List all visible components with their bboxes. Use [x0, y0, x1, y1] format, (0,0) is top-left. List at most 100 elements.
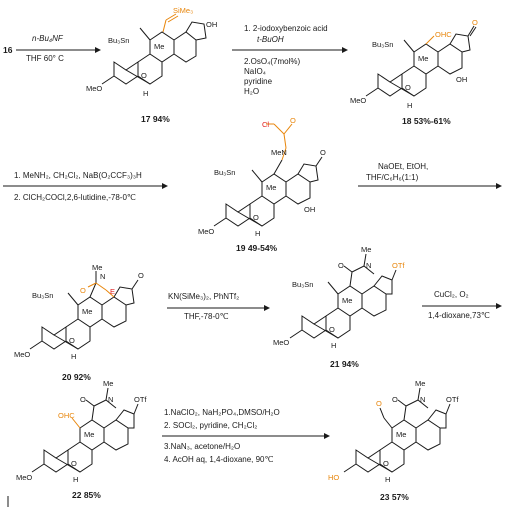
compound-18-label: 18 53%-61%	[402, 116, 451, 126]
c21-amide-o-label: O	[338, 261, 344, 270]
c21-meo-label: MeO	[273, 338, 289, 347]
c19-amide-o-label: O	[290, 116, 296, 125]
c17-bu3sn-label: Bu₃Sn	[108, 36, 129, 45]
c23-nme-label: Me	[415, 379, 425, 388]
step1-reagent: n-Bu₄NF	[32, 34, 64, 43]
c18-ketone-o-label: O	[472, 18, 478, 27]
c18-bu3sn-label: Bu₃Sn	[372, 40, 393, 49]
start-compound-label: 16	[3, 45, 13, 55]
arrow-17-to-18	[232, 47, 348, 53]
step3-line1: 1. MeNH₂, CH₂Cl₂, NaB(O₂CCF₃)₃H	[14, 171, 142, 180]
c18-h-label: H	[407, 101, 412, 110]
c22-ohc-label: OHC	[58, 411, 75, 420]
compound-23-label: 23 57%	[380, 492, 409, 502]
step2-line3: 2.OsO₄(7mol%)	[244, 57, 301, 66]
c20-me-label: Me	[82, 307, 92, 316]
c18-oh-label: OH	[456, 75, 467, 84]
compound-18-structure	[365, 25, 477, 97]
compound-20-label: 20 92%	[62, 372, 91, 382]
c23-h-label: H	[385, 475, 390, 484]
step2-line1: 1. 2-iodoxybenzoic acid	[244, 24, 328, 33]
c19-men-label: MeN	[271, 148, 287, 157]
step7-line1: 1.NaClO₂, NaH₂PO₄,DMSO/H₂O	[164, 408, 280, 417]
c17-h-label: H	[143, 89, 148, 98]
c17-me-label: Me	[154, 42, 164, 51]
compound-22-structure	[31, 387, 139, 473]
c21-oxygen-label: O	[329, 325, 335, 334]
c21-otf-label: OTf	[392, 261, 405, 270]
step2-line5: pyridine	[244, 77, 273, 86]
step7-line2: 2. SOCl₂, pyridine, CH₂Cl₂	[164, 421, 257, 430]
c22-n-label: N	[108, 395, 113, 404]
c19-ketone-o-label: O	[320, 148, 326, 157]
step4-line2: THF/C₆H₆(1:1)	[366, 173, 419, 182]
c22-h-label: H	[73, 475, 78, 484]
c23-amide-o-label: O	[392, 395, 398, 404]
c22-meo-label: MeO	[16, 473, 32, 482]
c17-meo-label: MeO	[86, 84, 102, 93]
compound-17-structure	[101, 13, 207, 85]
c21-nme-label: Me	[361, 245, 371, 254]
arrow-20-to-21	[167, 305, 270, 311]
c20-meo-label: MeO	[14, 350, 30, 359]
compound-20-structure	[29, 271, 139, 350]
c21-h-label: H	[331, 341, 336, 350]
step1-conditions: THF 60° C	[26, 54, 64, 63]
compound-19-label: 19 49-54%	[236, 243, 278, 253]
compound-21-label: 21 94%	[330, 359, 359, 369]
c23-oxygen-label: O	[383, 459, 389, 468]
c21-me-label: Me	[342, 296, 352, 305]
arrow-21-to-22	[422, 303, 502, 309]
compound-23-structure	[343, 387, 451, 473]
c23-n-label: N	[420, 395, 425, 404]
c20-bu3sn-label: Bu₃Sn	[32, 291, 53, 300]
c21-n-label: N	[366, 261, 371, 270]
c21-bu3sn-label: Bu₃Sn	[292, 280, 313, 289]
step2-line4: NaIO₄	[244, 67, 266, 76]
step4-line1: NaOEt, EtOH,	[378, 162, 428, 171]
step7-line3: 3.NaN₃, acetone/H₂O	[164, 442, 240, 451]
c23-lactone-o-label: O	[376, 399, 382, 408]
c20-e-label: E	[110, 287, 115, 296]
step6-line1: CuCl₂, O₂	[434, 290, 469, 299]
c22-oxygen-label: O	[71, 459, 77, 468]
c20-oxygen-label: O	[69, 336, 75, 345]
step3-line2: 2. ClCH₂COCl,2,6-lutidine,-78-0℃	[14, 193, 136, 202]
compound-19-structure	[213, 123, 323, 227]
step5-line2: THF,-78-0℃	[184, 312, 229, 321]
compound-22-label: 22 85%	[72, 490, 101, 500]
c19-cl-label: Cl	[262, 120, 269, 129]
c20-nme-label: Me	[92, 263, 102, 272]
c17-oh-label: OH	[206, 20, 217, 29]
c23-ho-label: HO	[328, 473, 339, 482]
c22-otf-label: OTf	[134, 395, 147, 404]
c19-me-label: Me	[266, 183, 276, 192]
c17-sime3-label: SiMe₃	[173, 6, 193, 15]
step7-line4: 4. AcOH aq, 1,4-dioxane, 90℃	[164, 455, 274, 464]
c17-oxygen-label: O	[141, 71, 147, 80]
c22-amide-o-label: O	[80, 395, 86, 404]
c19-bu3sn-label: Bu₃Sn	[214, 168, 235, 177]
step2-line6: H₂O	[244, 87, 259, 96]
arrow-18-to-19	[3, 183, 168, 189]
arrow-22-to-23	[162, 433, 330, 439]
c22-nme-label: Me	[103, 379, 113, 388]
c19-h-label: H	[255, 229, 260, 238]
compound-21-structure	[289, 253, 397, 339]
step5-line1: KN(SiMe₃)₂, PhNTf₂	[168, 292, 239, 301]
c18-me-label: Me	[418, 54, 428, 63]
arrow-16-to-17	[16, 47, 101, 53]
c19-meo-label: MeO	[198, 227, 214, 236]
arrow-19-to-20	[358, 183, 502, 189]
c22-me-label: Me	[84, 430, 94, 439]
c18-ohc-label: OHC	[435, 30, 452, 39]
compound-17-label: 17 94%	[141, 114, 170, 124]
step2-line2: t-BuOH	[257, 35, 284, 44]
c20-h-label: H	[71, 352, 76, 361]
c23-otf-label: OTf	[446, 395, 459, 404]
c19-oh-label: OH	[304, 205, 315, 214]
c20-ketone-o-label: O	[138, 271, 144, 280]
c20-amide-o-label: O	[80, 286, 86, 295]
c19-oxygen-label: O	[253, 213, 259, 222]
